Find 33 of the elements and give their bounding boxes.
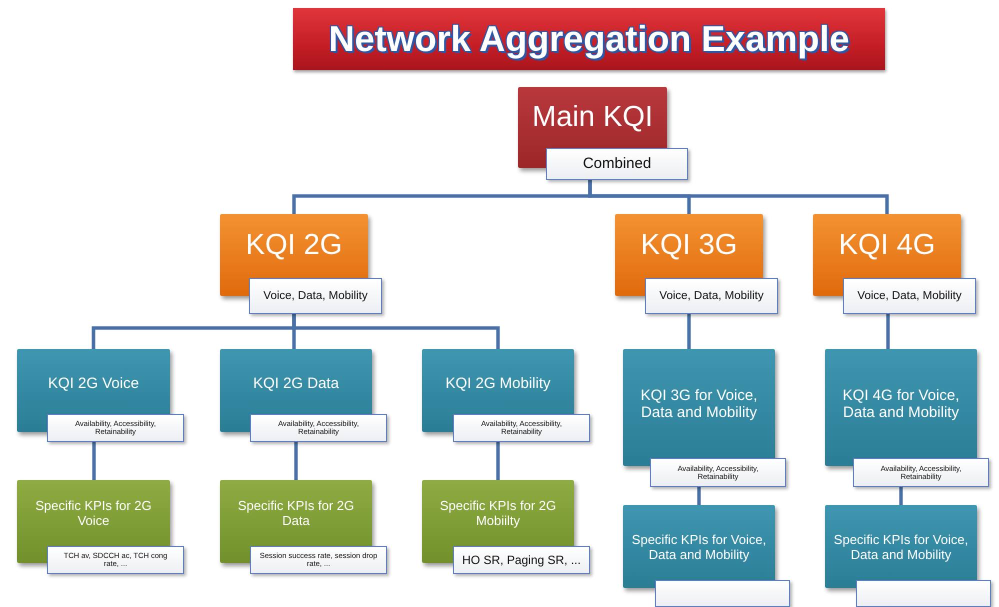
- tag-label: Voice, Data, Mobility: [843, 278, 976, 314]
- box-title: KQI 3G: [640, 228, 738, 262]
- kqi-box: [623, 505, 775, 588]
- tag-label: Combined: [546, 148, 688, 180]
- connector-line: [294, 442, 298, 480]
- box-title: Specific KPIs for 2G Data: [236, 497, 356, 530]
- title-text: Network Aggregation Example: [328, 18, 850, 60]
- connector-line: [697, 487, 701, 505]
- box-title: Specific KPIs for 2G Mobiilty: [438, 497, 558, 530]
- connector-line: [588, 180, 889, 214]
- empty-tag-box: [856, 580, 991, 607]
- connector-line: [687, 314, 691, 349]
- box-title: KQI 2G Voice: [47, 374, 140, 394]
- box-title: KQI 4G for Voice, Data and Mobility: [842, 386, 960, 422]
- tag-label: Voice, Data, Mobility: [249, 278, 382, 314]
- connector-line: [92, 442, 96, 480]
- kqi-box: [825, 505, 977, 588]
- connector-line: [899, 487, 903, 505]
- box-title: KQI 2G Data: [252, 374, 340, 394]
- box-title: Specific KPIs for Voice, Data and Mobility: [832, 530, 970, 564]
- connector-line: [496, 442, 500, 480]
- box-title: KQI 2G Mobility: [444, 374, 552, 394]
- box-title: Specific KPIs for 2G Voice: [34, 497, 153, 530]
- empty-tag-box: [655, 580, 790, 607]
- connector-line: [292, 314, 500, 349]
- box-title: KQI 2G: [244, 228, 344, 262]
- box-title: Specific KPIs for Voice, Data and Mobility: [630, 530, 768, 564]
- box-title: KQI 3G for Voice, Data and Mobility: [640, 386, 758, 422]
- connector-line: [886, 314, 890, 349]
- box-title: Main KQI: [531, 100, 654, 135]
- box-title: KQI 4G: [838, 228, 936, 262]
- tag-label: HO SR, Paging SR, ...: [453, 546, 590, 574]
- tag-label: Voice, Data, Mobility: [645, 278, 778, 314]
